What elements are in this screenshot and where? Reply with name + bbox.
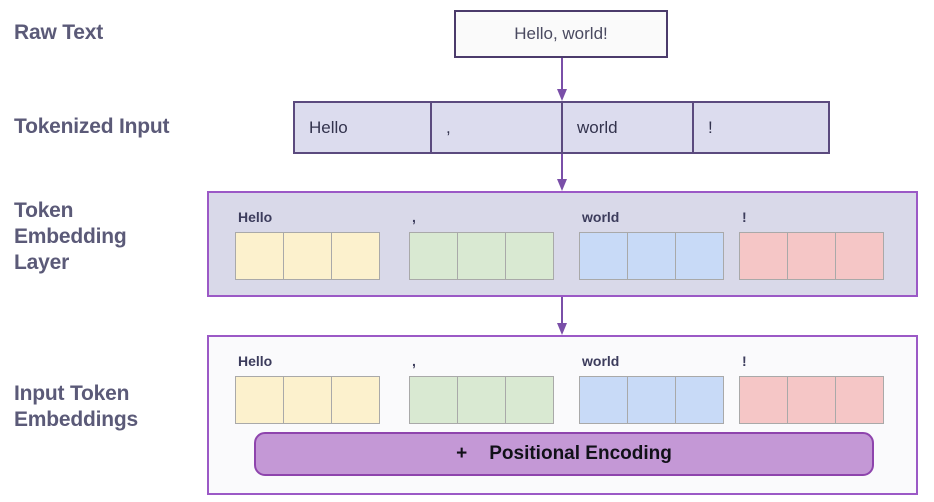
tokenized-cell-label: Hello [309, 117, 348, 137]
row-label-tokenized-input: Tokenized Input [14, 115, 170, 138]
token-embedding-vector-cell [235, 232, 284, 280]
token-embedding-vector-cell [675, 232, 724, 280]
input-embedding-vector-cell [331, 376, 380, 424]
input-embedding-group-2: world [579, 351, 724, 424]
token-embedding-layer-panel: Hello, world! [207, 191, 918, 297]
positional-encoding-label: Positional Encoding [489, 443, 672, 464]
input-embedding-group-label: ! [742, 353, 747, 369]
token-embedding-vector-cell [627, 232, 676, 280]
token-embedding-vector-cell [787, 232, 836, 280]
input-embedding-vector-cell [283, 376, 332, 424]
token-embedding-vector [739, 232, 884, 280]
input-embedding-group-label: , [412, 353, 416, 369]
arrow-embedding-to-input [557, 297, 567, 335]
input-embedding-vector-cell [409, 376, 458, 424]
row-label-token-embedding-layer: Token Embedding Layer [14, 199, 127, 274]
tokenized-cell-0: Hello [295, 103, 432, 152]
plus-icon: + [456, 443, 468, 464]
token-embedding-vector [579, 232, 724, 280]
input-embedding-group-3: ! [739, 351, 884, 424]
token-embedding-group-2: world [579, 207, 724, 280]
tokenized-input-row: Hello, world! [293, 101, 830, 154]
token-embedding-vector-cell [579, 232, 628, 280]
token-embedding-vector-cell [505, 232, 554, 280]
token-embedding-vector [409, 232, 554, 280]
input-embedding-vector-cell [675, 376, 724, 424]
token-embedding-vector-cell [283, 232, 332, 280]
input-embedding-vector-cell [627, 376, 676, 424]
input-embedding-vector-cell [787, 376, 836, 424]
tokenized-cell-3: ! [694, 103, 828, 152]
tokenized-cell-label: world [577, 117, 618, 137]
arrow-tokenized-to-embedding [557, 154, 567, 191]
token-embedding-vector-cell [739, 232, 788, 280]
input-embedding-vector [579, 376, 724, 424]
token-embedding-group-1: , [409, 207, 554, 280]
token-embedding-group-label: , [412, 209, 416, 225]
arrow-rawtext-to-tokenized [557, 58, 567, 101]
input-embedding-vector-cell [457, 376, 506, 424]
input-embedding-vector-cell [579, 376, 628, 424]
token-embedding-vector-cell [835, 232, 884, 280]
input-embedding-vector [235, 376, 380, 424]
raw-text-box: Hello, world! [454, 10, 668, 58]
input-embedding-group-label: Hello [238, 353, 273, 369]
row-label-input-token-embeddings: Input Token Embeddings [14, 382, 139, 431]
tokenized-cell-label: , [446, 117, 451, 137]
tokenized-cell-label: ! [708, 117, 713, 137]
token-embedding-vector-cell [457, 232, 506, 280]
input-embedding-vector [409, 376, 554, 424]
raw-text-value: Hello, world! [514, 24, 608, 43]
input-embedding-vector [739, 376, 884, 424]
input-embedding-vector-cell [739, 376, 788, 424]
token-embedding-group-label: ! [742, 209, 747, 225]
token-embedding-vector-cell [331, 232, 380, 280]
token-embedding-group-label: world [582, 209, 620, 225]
tokenized-cell-2: world [563, 103, 694, 152]
input-embedding-group-0: Hello [235, 351, 380, 424]
token-embedding-group-label: Hello [238, 209, 273, 225]
row-label-raw-text: Raw Text [14, 21, 104, 44]
token-embedding-vector [235, 232, 380, 280]
input-embedding-group-label: world [582, 353, 620, 369]
positional-encoding-bar: + Positional Encoding [254, 432, 874, 476]
input-embedding-vector-cell [835, 376, 884, 424]
input-embedding-vector-cell [235, 376, 284, 424]
input-token-embeddings-panel: + Positional Encoding Hello, world! [207, 335, 918, 495]
token-embedding-group-0: Hello [235, 207, 380, 280]
input-embedding-vector-cell [505, 376, 554, 424]
token-embedding-group-3: ! [739, 207, 884, 280]
input-embedding-group-1: , [409, 351, 554, 424]
tokenized-cell-1: , [432, 103, 563, 152]
token-embedding-vector-cell [409, 232, 458, 280]
